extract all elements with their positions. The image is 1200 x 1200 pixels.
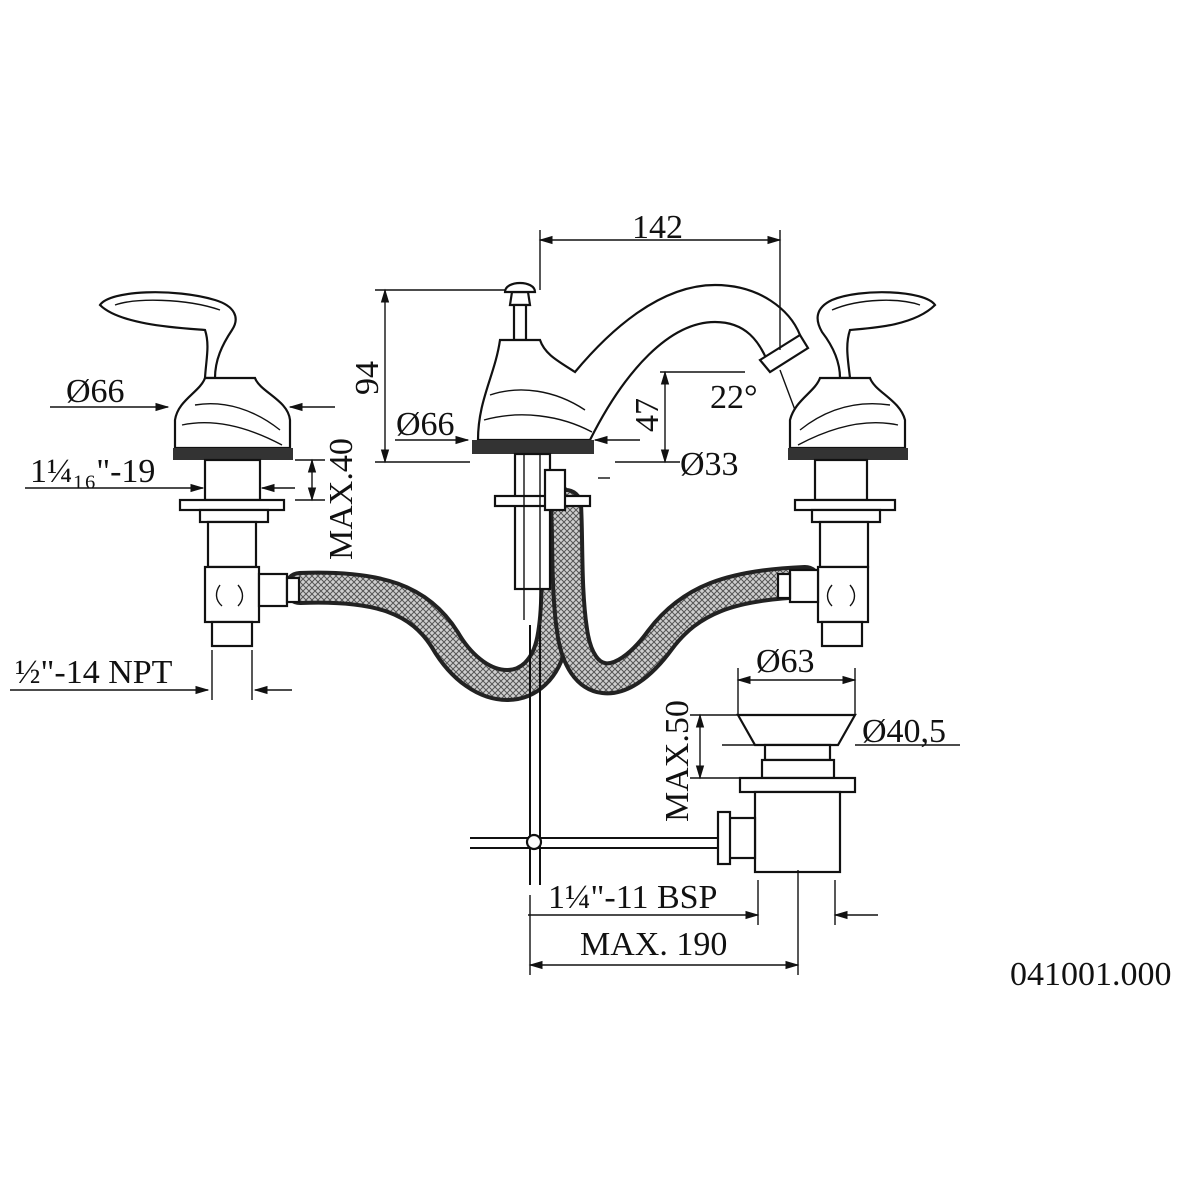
dimension-lines [10, 230, 960, 975]
dim-drain-flange-diameter: Ø63 [756, 643, 815, 680]
dim-drain-body-diameter: Ø40,5 [862, 713, 946, 750]
dim-handle-base-diameter: Ø66 [66, 373, 125, 410]
dim-spout-base-diameter: Ø66 [396, 406, 455, 443]
drawing-code: 041001.000 [1010, 956, 1172, 993]
flexible-hoses [283, 483, 822, 702]
spout [472, 281, 810, 620]
dim-max-rod-length: MAX. 190 [580, 926, 727, 963]
dim-max-deck-drain: MAX.50 [659, 700, 696, 822]
right-handle-valve [776, 291, 937, 648]
dim-drain-thread: 1¼"-11 BSP [548, 879, 717, 916]
dim-inlet-thread: ½"-14 NPT [15, 654, 173, 691]
dim-max-deck-handle: MAX.40 [323, 438, 360, 560]
dim-handle-thread: 1¼₁₆"-19 [30, 453, 155, 490]
popup-rod [470, 625, 725, 885]
dim-spout-reach: 142 [632, 209, 683, 246]
dim-spout-height: 47 [629, 398, 666, 432]
dim-total-height: 94 [349, 361, 386, 395]
dim-hole-diameter: Ø33 [680, 446, 739, 483]
dim-spout-angle: 22° [710, 379, 758, 416]
drain-assembly [716, 713, 857, 874]
left-handle-valve [98, 291, 301, 648]
